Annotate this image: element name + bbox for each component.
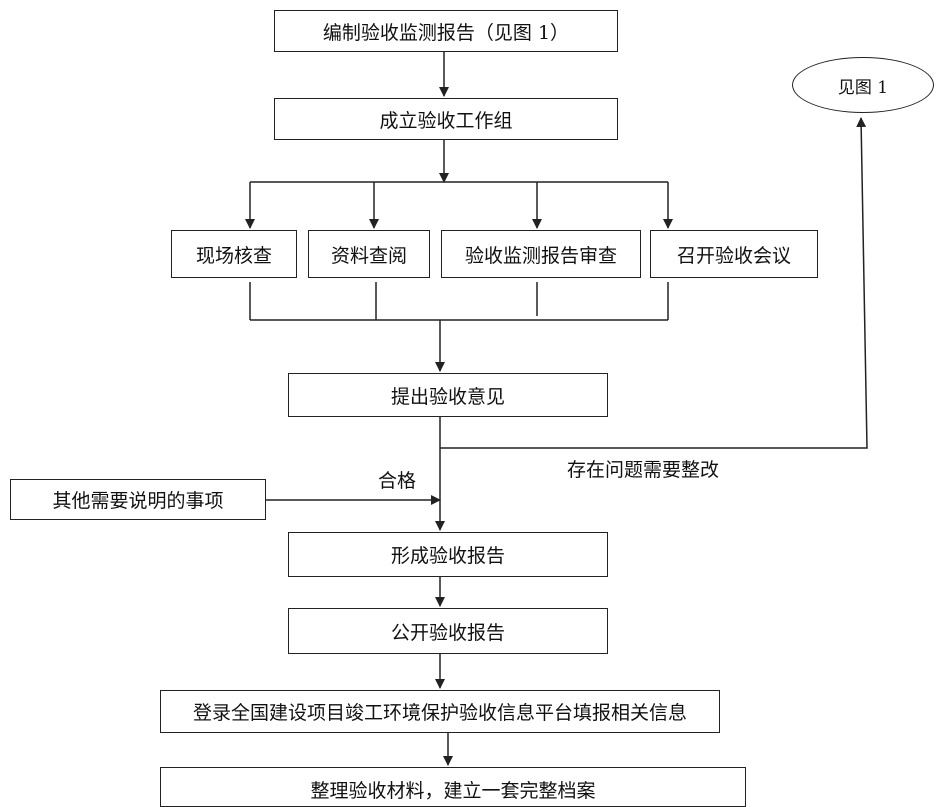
node-organize-archive-label: 整理验收材料，建立一套完整档案: [310, 780, 596, 802]
node-publish-report-label: 公开验收报告: [390, 621, 505, 644]
node-other-matters: 其他需要说明的事项: [10, 479, 266, 520]
node-other-matters-label: 其他需要说明的事项: [52, 490, 224, 512]
node-propose-opinion-label: 提出验收意见: [390, 385, 505, 408]
node-hold-meeting: 召开验收会议: [650, 230, 818, 278]
node-see-fig1: 见图 1: [792, 57, 934, 113]
node-form-group: 成立验收工作组: [274, 98, 618, 140]
arrow-rectify-to-fig1: [440, 117, 868, 449]
node-organize-archive: 整理验收材料，建立一套完整档案: [160, 767, 746, 807]
node-form-group-label: 成立验收工作组: [379, 109, 513, 132]
node-hold-meeting-label: 召开验收会议: [676, 244, 791, 267]
node-publish-report: 公开验收报告: [288, 608, 608, 654]
node-login-platform-label: 登录全国建设项目竣工环境保护验收信息平台填报相关信息: [192, 702, 687, 724]
node-propose-opinion: 提出验收意见: [288, 373, 608, 417]
node-site-check-label: 现场核查: [195, 244, 272, 267]
node-see-fig1-label: 见图 1: [837, 77, 889, 98]
node-doc-review-label: 资料查阅: [330, 244, 407, 267]
edge-label-qualified: 合格: [378, 470, 417, 492]
node-form-report-label: 形成验收报告: [390, 545, 505, 567]
edge-label-needs-rectify: 存在问题需要整改: [567, 459, 720, 481]
node-report-review: 验收监测报告审查: [441, 230, 641, 278]
node-form-report: 形成验收报告: [288, 532, 608, 577]
node-compile-report: 编制验收监测报告（见图 1）: [274, 10, 618, 52]
node-login-platform: 登录全国建设项目竣工环境保护验收信息平台填报相关信息: [160, 690, 720, 733]
node-report-review-label: 验收监测报告审查: [464, 244, 617, 267]
node-site-check: 现场核查: [171, 230, 297, 278]
node-compile-report-label: 编制验收监测报告（见图 1）: [322, 21, 570, 44]
node-doc-review: 资料查阅: [308, 230, 430, 278]
